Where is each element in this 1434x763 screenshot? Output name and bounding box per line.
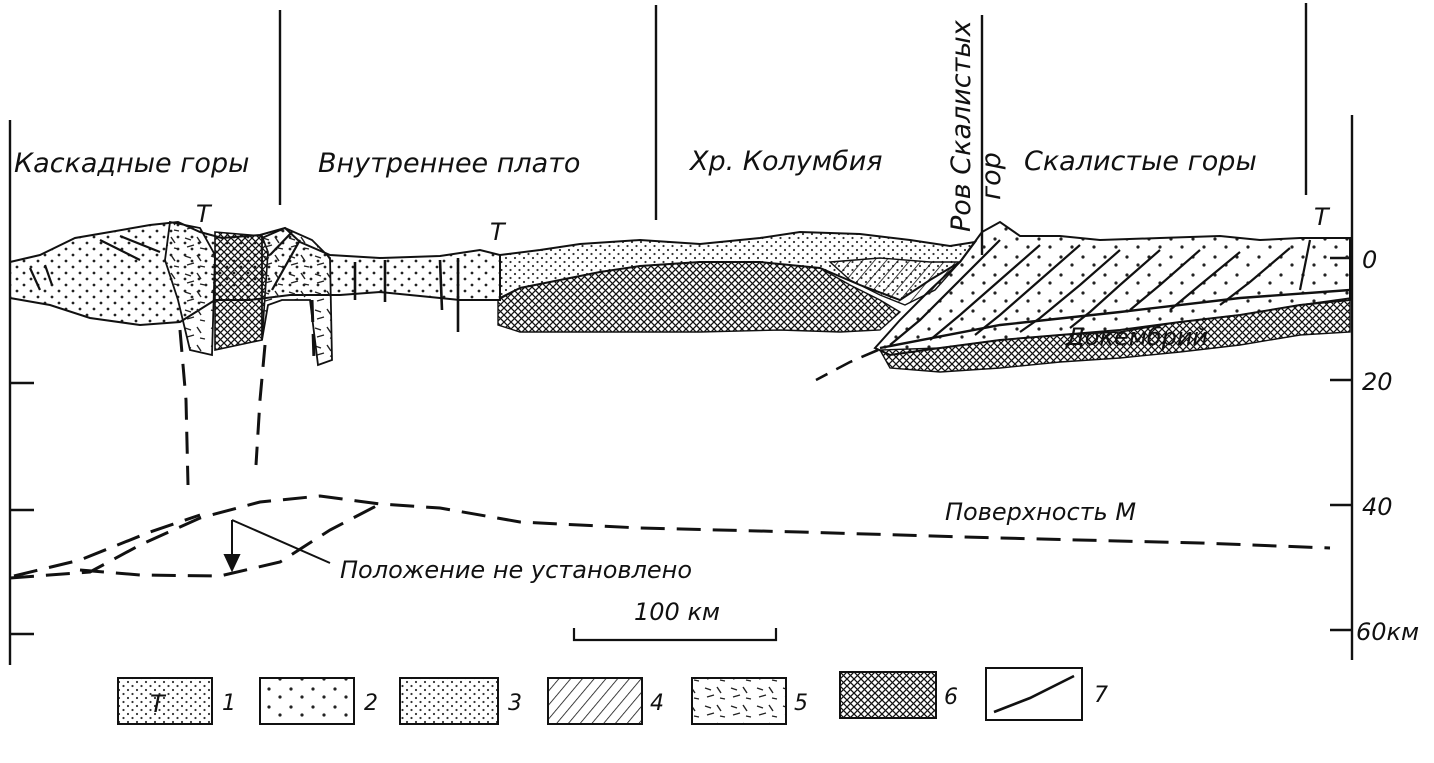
feeder-dashed-lines — [178, 299, 316, 486]
legend-item-1: T 1 — [117, 677, 236, 725]
legend-item-2: 2 — [259, 677, 378, 725]
cross-section-units — [9, 220, 1351, 382]
depth-tick-20: 20 — [1362, 368, 1393, 396]
legend-item-4: 4 — [547, 677, 664, 725]
moho-label: Поверхность М — [945, 498, 1136, 526]
legend: T 1 2 3 4 5 6 7 — [117, 667, 1108, 725]
region-label-columbia: Хр. Колумбия — [688, 146, 883, 177]
sole-thrust-dashed — [815, 348, 879, 382]
t-mark-cascade: T — [196, 200, 213, 228]
left-axis — [8, 120, 34, 665]
legend-item-7: 7 — [985, 667, 1108, 721]
sole-thrust — [879, 288, 1351, 350]
t-mark-rocky: T — [1314, 203, 1331, 231]
precambrian-label: Докембрий — [1065, 323, 1208, 351]
legend-item-6: 6 — [839, 671, 958, 719]
depth-tick-0: 0 — [1362, 246, 1377, 274]
region-label-cascade: Каскадные горы — [14, 148, 249, 179]
unit-cascade-volcanics — [164, 220, 216, 357]
legend-num-7: 7 — [1094, 683, 1108, 708]
depth-tick-60: 60км — [1356, 618, 1419, 646]
legend-num-4: 4 — [650, 691, 664, 716]
uncertain-label: Положение не установлено — [340, 556, 692, 584]
legend-item-5: 5 — [691, 677, 808, 725]
region-label-plateau: Внутреннее плато — [318, 148, 580, 179]
depth-axis: 0 20 40 60км — [1330, 115, 1419, 660]
unit-precambrian — [878, 297, 1351, 373]
legend-glyph-1: T — [150, 690, 167, 718]
unit-plateau-intrusion — [261, 227, 333, 367]
region-label-trench-line2: гор — [976, 152, 1007, 200]
legend-num-3: 3 — [508, 691, 522, 716]
legend-num-1: 1 — [222, 691, 236, 716]
region-dividers — [278, 3, 1308, 255]
thrust-faults — [889, 239, 1312, 346]
cascade-faults — [28, 231, 301, 291]
legend-num-2: 2 — [364, 691, 378, 716]
plateau-dikes — [353, 258, 460, 332]
region-label-rocky: Скалистые горы — [1024, 146, 1257, 177]
scale-bar: 100 км — [572, 598, 778, 642]
region-label-trench-line1: Ров Скалистых — [946, 19, 977, 232]
legend-num-5: 5 — [794, 691, 808, 716]
unit-cascade-crosshatch — [214, 231, 269, 351]
legend-item-3: 3 — [399, 677, 522, 725]
uncertain-arrow — [223, 519, 331, 573]
t-mark-plateau: T — [490, 218, 507, 246]
moho-surface — [9, 494, 1331, 580]
scale-label: 100 км — [634, 598, 720, 626]
depth-tick-40: 40 — [1362, 493, 1393, 521]
legend-num-6: 6 — [944, 685, 958, 710]
